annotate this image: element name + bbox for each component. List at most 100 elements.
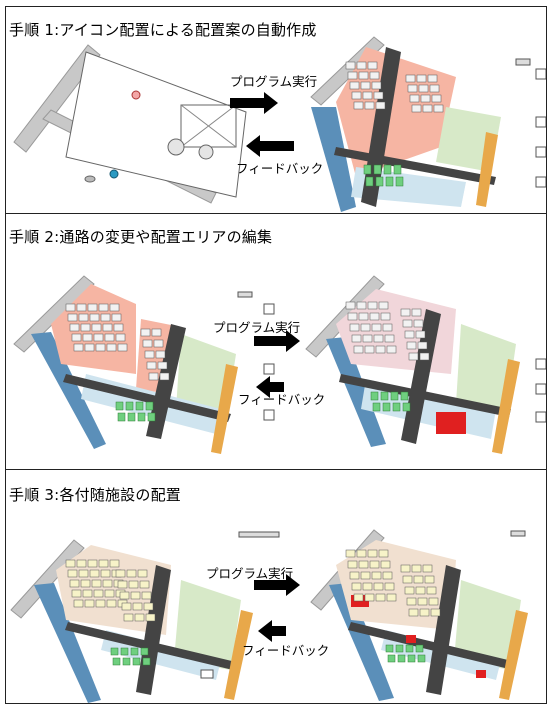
unit-tile <box>80 323 91 332</box>
unit-tile <box>135 401 144 411</box>
unit-tile <box>345 61 356 70</box>
program-run-label: プログラム実行 <box>206 566 294 581</box>
unit-tile <box>407 654 416 663</box>
unit-tile <box>360 323 371 332</box>
unit-tile <box>142 657 151 666</box>
feedback-label: フィードバック <box>236 161 324 176</box>
unit-tile <box>153 339 164 348</box>
unit-tile <box>347 312 358 321</box>
section-divider <box>6 213 546 214</box>
unit-tile <box>397 654 406 663</box>
step-3-title: 手順 3:各付随施設の配置 <box>9 486 181 504</box>
unit-tile <box>73 343 84 352</box>
unit-tile <box>419 608 430 617</box>
unit-tile <box>120 647 129 656</box>
unit-tile <box>95 599 106 608</box>
unit-tile <box>372 402 381 412</box>
unit-tile <box>78 569 89 578</box>
step-2-result-plan <box>305 275 520 454</box>
legend-icon <box>263 409 275 421</box>
unit-tile <box>406 597 417 606</box>
unit-tile <box>367 61 378 70</box>
unit-tile <box>104 333 115 342</box>
unit-tile <box>140 647 149 656</box>
unit-tile <box>387 654 396 663</box>
unit-tile <box>407 84 418 93</box>
unit-tile <box>76 303 87 312</box>
unit-tile <box>151 328 162 337</box>
unit-tile <box>113 323 124 332</box>
unit-tile <box>84 599 95 608</box>
unit-tile <box>382 571 393 580</box>
unit-tile <box>384 334 395 343</box>
legend-icon <box>238 531 280 538</box>
unit-tile <box>71 333 82 342</box>
unit-tile <box>109 559 120 568</box>
unit-tile <box>386 345 397 354</box>
unit-tile <box>111 313 122 322</box>
unit-tile <box>378 549 389 558</box>
unit-tile <box>157 361 168 370</box>
unit-tile <box>404 330 415 339</box>
unit-tile <box>382 402 391 412</box>
program-run-label: プログラム実行 <box>213 320 301 335</box>
left-arrow-icon <box>256 376 284 398</box>
unit-tile <box>373 334 384 343</box>
unit-tile <box>89 569 100 578</box>
step-2-drawing <box>13 275 546 454</box>
unit-tile <box>402 402 411 412</box>
unit-tile <box>405 644 414 653</box>
unit-tile <box>82 333 93 342</box>
unit-tile <box>82 589 93 598</box>
unit-tile <box>353 593 364 602</box>
legend-icon <box>535 176 546 188</box>
unit-tile <box>431 94 442 103</box>
step-3-section: 手順 3:各付随施設の配置 <box>6 470 546 705</box>
boundary-strip <box>476 132 498 207</box>
unit-tile <box>409 94 420 103</box>
unit-group <box>345 549 441 663</box>
unit-tile <box>393 164 402 175</box>
unit-tile <box>408 608 419 617</box>
unit-tile <box>127 412 136 422</box>
unit-tile <box>411 308 422 317</box>
unit-tile <box>87 303 98 312</box>
unit-tile <box>371 81 382 90</box>
unit-tile <box>130 647 139 656</box>
road <box>334 147 496 185</box>
unit-tile <box>380 560 391 569</box>
unit-tile <box>371 571 382 580</box>
step-1-generated-plan <box>310 36 501 212</box>
unit-group <box>345 61 444 187</box>
unit-tile <box>137 412 146 422</box>
step-1-drawing <box>13 36 546 212</box>
unit-tile <box>367 301 378 310</box>
step-1-initial-plan <box>13 44 247 204</box>
unit-tile <box>369 312 380 321</box>
unit-tile <box>395 644 404 653</box>
unit-tile <box>400 308 411 317</box>
unit-tile <box>356 61 367 70</box>
unit-tile <box>356 549 367 558</box>
unit-tile <box>373 582 384 591</box>
unit-tile <box>351 91 362 100</box>
unit-tile <box>93 589 104 598</box>
unit-tile <box>415 586 426 595</box>
unit-tile <box>390 391 399 401</box>
unit-tile <box>373 164 382 175</box>
unit-tile <box>417 341 428 350</box>
unit-tile <box>362 334 373 343</box>
unit-tile <box>115 401 124 411</box>
unit-tile <box>360 81 371 90</box>
feedback-label: フィードバック <box>242 643 330 658</box>
unit-tile <box>140 328 151 337</box>
unit-tile <box>76 559 87 568</box>
unit-tile <box>383 164 392 175</box>
program-run-label: プログラム実行 <box>230 74 318 89</box>
unit-tile <box>106 343 117 352</box>
unit-tile <box>117 580 128 589</box>
unit-tile <box>117 412 126 422</box>
unit-tile <box>380 391 389 401</box>
unit-tile <box>126 569 137 578</box>
unit-tile <box>345 301 356 310</box>
